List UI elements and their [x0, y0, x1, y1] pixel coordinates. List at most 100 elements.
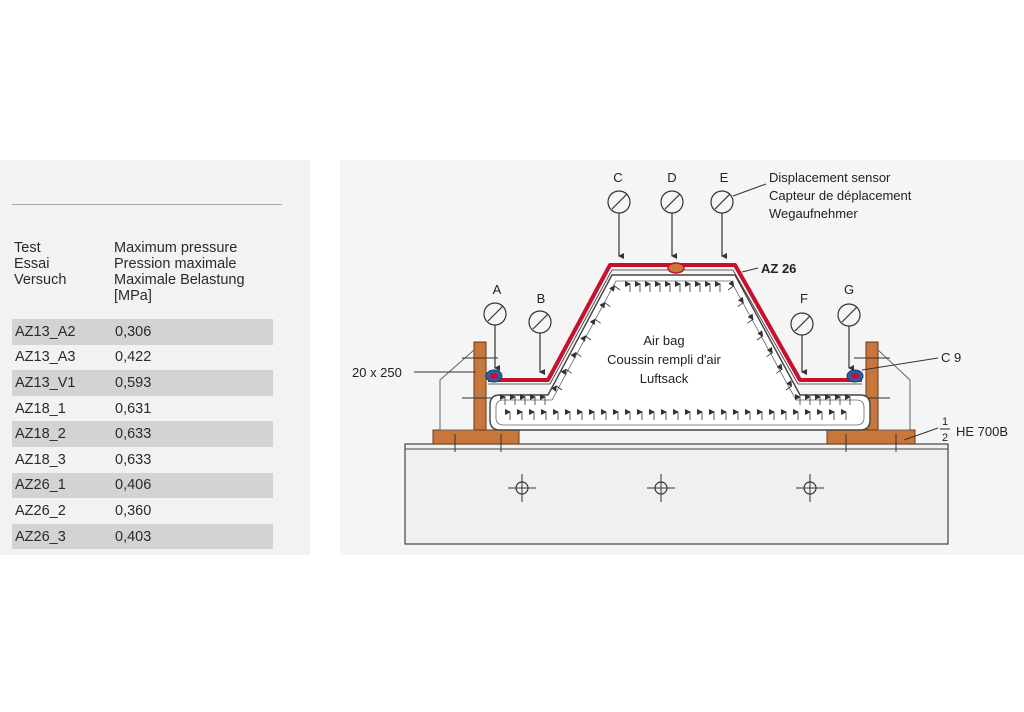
sensor-g: G: [837, 282, 861, 371]
header-pressure-en: Maximum pressure: [114, 240, 238, 256]
header-pressure-unit: [MPa]: [114, 288, 152, 304]
table-row: AZ18_3 0,633: [12, 447, 273, 473]
test-id: AZ26_3: [15, 528, 66, 545]
sensor-legend-fr: Capteur de déplacement: [769, 188, 912, 203]
test-id: AZ26_2: [15, 502, 66, 519]
pressure-arrow: [776, 363, 783, 374]
max-pressure: 0,633: [115, 426, 152, 443]
test-id: AZ18_3: [15, 451, 66, 468]
test-id: AZ18_1: [15, 400, 66, 417]
pressure-arrows: [500, 280, 851, 420]
table-row: AZ18_1 0,631: [12, 396, 273, 422]
test-id: AZ18_2: [15, 426, 66, 443]
test-id: AZ13_A3: [15, 349, 76, 366]
table-row: AZ18_2 0,633: [12, 421, 273, 447]
sensor-g-label: G: [844, 282, 854, 297]
air-bag-inner: [495, 280, 865, 426]
header-pressure-fr: Pression maximale: [114, 256, 237, 272]
test-id: AZ26_1: [15, 477, 66, 494]
profile-leader: [741, 267, 759, 273]
pressure-arrow: [737, 296, 744, 307]
pressure-arrow: [551, 385, 563, 392]
max-pressure: 0,403: [115, 528, 152, 545]
plate-label: 20 x 250: [352, 365, 402, 380]
airbag-label: Air bag Coussin rempli d'air Luftsack: [607, 333, 721, 386]
pressure-arrow: [560, 368, 572, 376]
header-pressure: Maximum pressure Pression maximale Maxim…: [114, 240, 245, 304]
beam-fraction-denominator: 2: [942, 432, 948, 444]
airbag-label-fr: Coussin rempli d'air: [607, 352, 721, 367]
sensor-c-label: C: [613, 170, 622, 185]
airbag-label-de: Luftsack: [640, 371, 689, 386]
he700b-beam: [404, 443, 949, 545]
table-top-rule: [12, 204, 282, 205]
sensor-legend-de: Wegaufnehmer: [769, 206, 858, 221]
bolt-hole-center: [647, 474, 675, 502]
table-row: AZ26_3 0,403: [12, 523, 273, 550]
max-pressure: 0,406: [115, 477, 152, 494]
airbag-label-en: Air bag: [643, 333, 684, 348]
base-plate-left: [432, 429, 520, 445]
table-row: AZ13_A2 0,306: [12, 319, 273, 345]
beam-fraction-numerator: 1: [942, 416, 948, 428]
clutch-seal-right: [846, 369, 864, 383]
max-pressure: 0,360: [115, 502, 152, 519]
table-row: AZ26_2 0,360: [12, 498, 273, 524]
sensor-a: A: [483, 282, 507, 371]
vertical-plate-left: [473, 341, 487, 431]
table-body: AZ13_A2 0,306 AZ13_A3 0,422 AZ13_V1 0,593 A…: [12, 319, 273, 550]
sensor-d: D: [660, 170, 684, 259]
sensor-e-label: E: [720, 170, 729, 185]
pressure-arrow: [580, 335, 592, 342]
header-test: Test Essai Versuch: [14, 240, 66, 288]
beam-label: 1 2 HE 700B: [940, 416, 1008, 444]
pressure-arrow: [609, 285, 621, 292]
beam-leader: [903, 427, 939, 441]
profile-label: AZ 26: [761, 261, 796, 276]
pressure-arrow: [589, 318, 601, 326]
sensor-legend-en: Displacement sensor: [769, 170, 891, 185]
clutch-seal-left: [485, 369, 503, 383]
pressure-arrow: [785, 380, 793, 391]
air-bag-outline: [489, 274, 871, 431]
test-id: AZ13_A2: [15, 323, 76, 340]
max-pressure: 0,306: [115, 323, 152, 340]
pressure-arrow: [570, 351, 582, 359]
header-test-en: Test: [14, 240, 41, 256]
header-test-fr: Essai: [14, 256, 50, 272]
sensor-c: C: [607, 170, 631, 259]
sensor-f: F: [790, 291, 814, 375]
sensor-e: E: [710, 170, 734, 259]
stiffener-left: [439, 349, 475, 431]
sensor-d-label: D: [667, 170, 676, 185]
side-bolts: [454, 357, 897, 452]
max-pressure: 0,422: [115, 349, 152, 366]
table-row: AZ26_1 0,406: [12, 472, 273, 499]
test-id: AZ13_V1: [15, 374, 76, 391]
results-table-panel: Test Essai Versuch Maximum pressure Pres…: [0, 160, 310, 555]
legend-leader: [732, 183, 767, 197]
test-setup-diagram: A B C D: [352, 170, 1008, 545]
table-row: AZ13_V1 0,593: [12, 370, 273, 396]
displacement-sensors: A B C D: [483, 170, 861, 375]
sensor-f-label: F: [800, 291, 808, 306]
bolt-hole-right: [796, 474, 824, 502]
pressure-arrow: [599, 301, 611, 309]
max-pressure: 0,633: [115, 451, 152, 468]
sensor-b: B: [528, 291, 552, 375]
max-pressure: 0,593: [115, 374, 152, 391]
pressure-arrow: [756, 330, 764, 341]
test-setup-diagram-panel: A B C D: [340, 160, 1024, 555]
sensor-a-label: A: [493, 282, 502, 297]
table-row: AZ13_A3 0,422: [12, 345, 273, 371]
beam-name: HE 700B: [956, 424, 1008, 439]
sensor-legend: Displacement sensor Capteur de déplaceme…: [769, 170, 912, 221]
header-test-de: Versuch: [14, 272, 67, 288]
sensor-b-label: B: [537, 291, 546, 306]
pressure-arrow: [747, 313, 754, 324]
bolt-hole-left: [508, 474, 536, 502]
stiffener-right: [877, 349, 911, 431]
clutch-label: C 9: [941, 350, 961, 365]
header-pressure-de: Maximale Belastung: [114, 272, 245, 288]
max-pressure: 0,631: [115, 400, 152, 417]
